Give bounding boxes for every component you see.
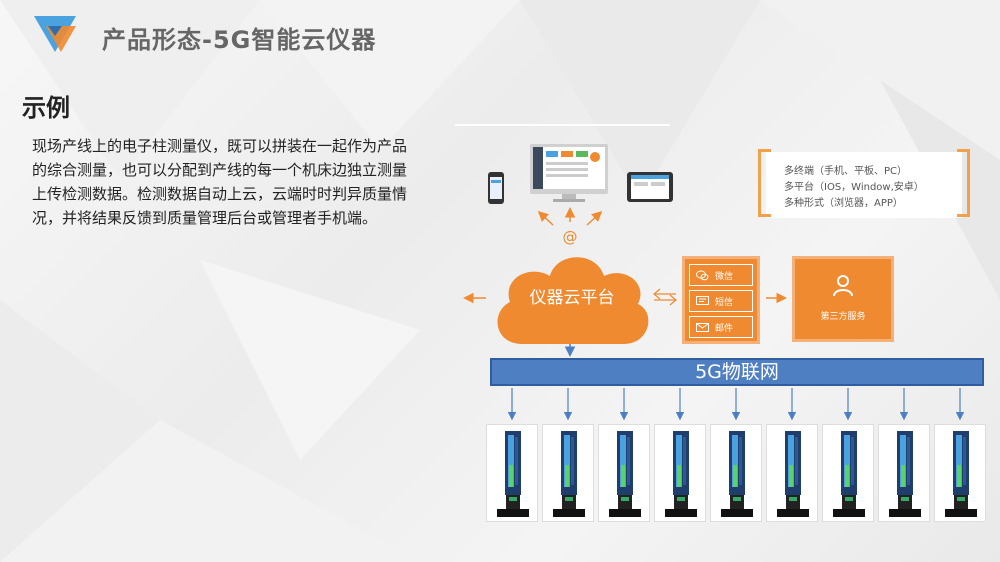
sms-label: 短信 bbox=[715, 297, 734, 308]
at-symbol: @ bbox=[563, 228, 578, 246]
measurement-column-device bbox=[766, 424, 818, 522]
sms-icon bbox=[696, 295, 709, 305]
measurement-column-device bbox=[486, 424, 538, 522]
message-channels-panel: 微信 短信 邮件 bbox=[682, 256, 760, 344]
measurement-column-device bbox=[598, 424, 650, 522]
mail-channel: 邮件 bbox=[689, 316, 753, 338]
description-text: 现场产线上的电子柱测量仪，既可以拼装在一起作为产品的综合测量，也可以分配到产线的… bbox=[32, 137, 408, 227]
terminal-line-3: 多种形式（浏览器，APP） bbox=[784, 198, 903, 209]
measurement-column-device bbox=[654, 424, 706, 522]
desktop-monitor-icon bbox=[530, 144, 608, 202]
measurement-column-device bbox=[822, 424, 874, 522]
tablet-icon bbox=[627, 172, 673, 202]
measurement-column-device bbox=[710, 424, 762, 522]
terminal-features-box: 多终端（手机、平板、PC） 多平台（IOS，Window,安卓） 多种形式（浏览… bbox=[758, 149, 970, 218]
company-logo bbox=[34, 16, 76, 52]
network-bar: 5G物联网 bbox=[490, 358, 984, 386]
measurement-column-device bbox=[878, 424, 930, 522]
measurement-column-device bbox=[934, 424, 986, 522]
cloud-platform bbox=[497, 257, 649, 344]
mail-icon bbox=[696, 322, 709, 332]
terminal-line-1: 多终端（手机、平板、PC） bbox=[784, 166, 908, 177]
wechat-label: 微信 bbox=[715, 271, 734, 282]
page-title: 产品形态-5G智能云仪器 bbox=[102, 26, 377, 54]
terminal-line-2: 多平台（IOS，Window,安卓） bbox=[784, 182, 924, 193]
cloud-platform-label: 仪器云平台 bbox=[529, 288, 615, 308]
measurement-column-device bbox=[542, 424, 594, 522]
sms-channel: 短信 bbox=[689, 290, 753, 312]
network-device-arrows bbox=[507, 388, 965, 421]
wechat-icon bbox=[696, 270, 709, 280]
wechat-channel: 微信 bbox=[689, 264, 753, 286]
section-title: 示例 bbox=[22, 94, 70, 122]
third-party-service: 第三方服务 bbox=[792, 256, 894, 342]
phone-icon bbox=[488, 172, 504, 204]
mail-label: 邮件 bbox=[715, 323, 734, 334]
third-party-label: 第三方服务 bbox=[820, 312, 866, 322]
user-icon bbox=[833, 275, 853, 297]
architecture-diagram: @ bbox=[455, 124, 965, 421]
